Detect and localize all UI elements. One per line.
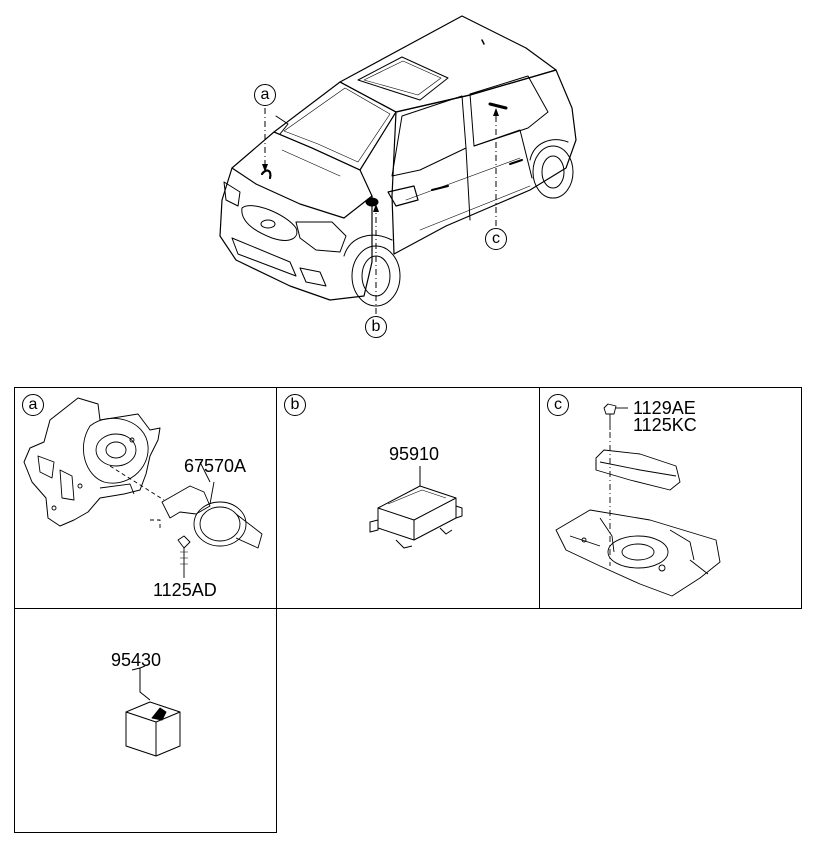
part-number-67570A: 67570A: [184, 456, 247, 476]
part-number-1129AE: 1129AE: [633, 398, 696, 418]
panel-b-illustration: [369, 466, 463, 549]
panel-a-illustration: [23, 397, 263, 578]
panel-c: [539, 387, 802, 609]
panel-d: [14, 608, 277, 833]
panel-d-illustration: [125, 665, 181, 757]
part-number-95430: 95430: [111, 650, 162, 670]
part-number-1125AD: 1125AD: [153, 580, 217, 600]
part-number-1125KC: 1125KC: [633, 415, 697, 435]
panel-a: [14, 387, 277, 609]
callout-arrowheads: [262, 108, 499, 212]
panel-a-tag: a: [22, 394, 44, 416]
panel-b-tag: b: [284, 394, 306, 416]
car-illustration: [219, 15, 577, 307]
part-number-95910: 95910: [389, 444, 440, 464]
callout-c-marker: c: [485, 228, 507, 250]
callout-leaders: [264, 108, 497, 314]
panel-c-illustration: [555, 403, 721, 597]
panel-b: [276, 387, 540, 609]
callout-b-marker: b: [365, 316, 387, 338]
callout-a-marker: a: [254, 84, 276, 106]
panel-c-tag: c: [547, 394, 569, 416]
